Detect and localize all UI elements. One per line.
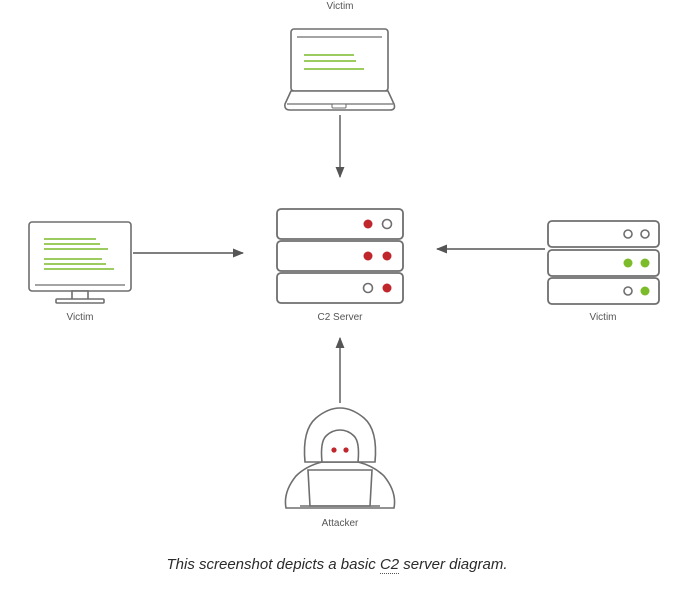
victim-server-label: Victim [589,312,616,323]
victim-monitor-label: Victim [66,312,93,323]
c2-server-unit-3 [276,272,404,304]
victim-server-unit-3 [547,277,660,305]
green-status-light [640,258,650,268]
c2-server-node: C2 Server [276,208,404,323]
monitor-icon [28,221,132,304]
attacker-node: Attacker [284,407,396,529]
off-status-light [640,229,650,239]
caption-c2-abbr: C2 [379,556,400,574]
victim-server-unit-1 [547,220,660,248]
red-status-light [382,251,392,261]
caption-text-after: server diagram. [399,556,508,573]
attacker-label: Attacker [322,518,359,529]
c2-server-unit-2 [276,240,404,272]
c2-server-label: C2 Server [317,312,363,323]
victim-laptop-node: Victim [284,1,396,111]
attacker-eye [343,447,349,453]
c2-server-unit-1 [276,208,404,240]
laptop-icon [284,28,396,111]
diagram-caption: This screenshot depicts a basic C2 serve… [0,556,674,574]
green-status-light [640,286,650,296]
off-status-light [381,218,393,230]
hooded-hacker-icon [284,407,396,509]
green-status-light [623,258,633,268]
victim-laptop-label: Victim [326,1,353,12]
connections [133,115,545,403]
caption-text-before: This screenshot depicts a basic [166,556,380,573]
victim-server-node: Victim [547,220,660,323]
off-status-light [362,282,374,294]
red-status-light [363,251,373,261]
server-rack-icon [547,220,660,305]
server-rack-icon [276,208,404,304]
off-status-light [623,229,633,239]
red-status-light [382,283,392,293]
attacker-eye [331,447,337,453]
off-status-light [623,286,633,296]
victim-monitor-node: Victim [28,221,132,323]
red-status-light [363,219,373,229]
victim-server-unit-2 [547,249,660,277]
